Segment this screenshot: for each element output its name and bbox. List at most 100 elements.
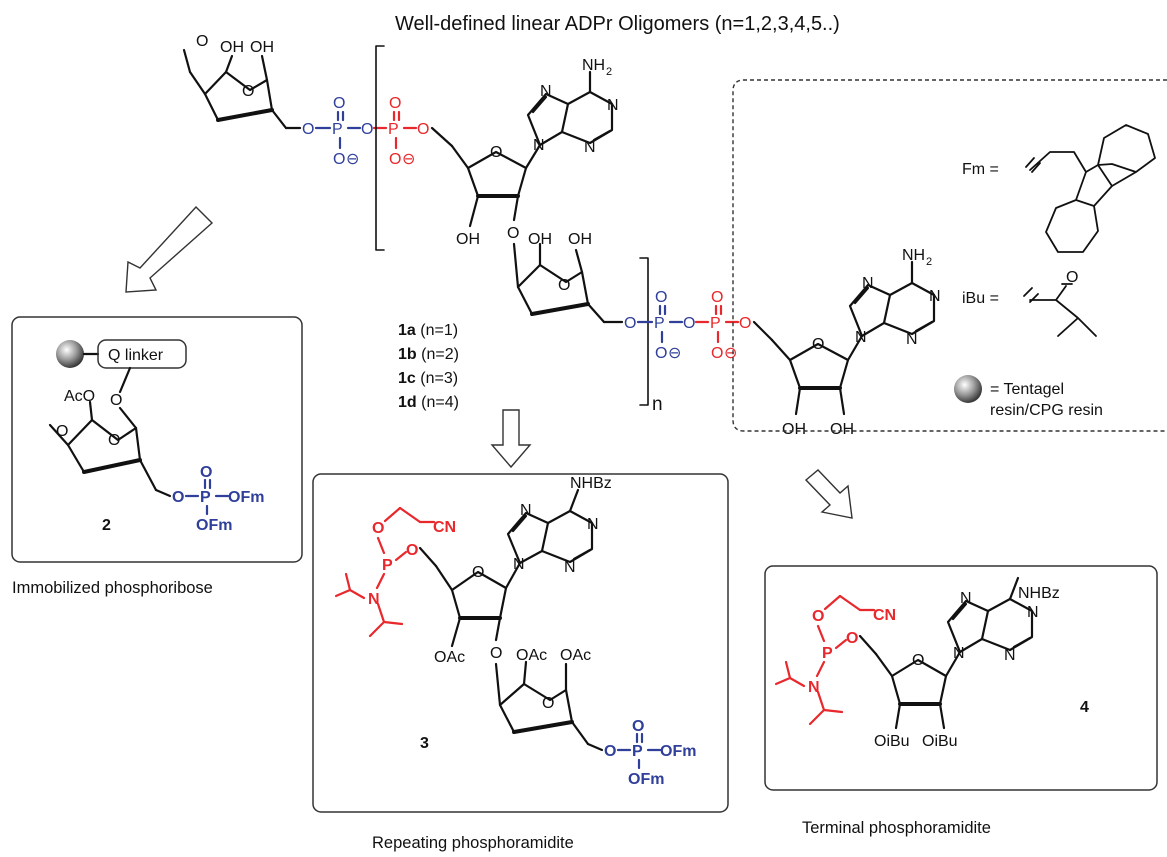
atom-o-red2-right: O — [739, 315, 751, 332]
atom-o-linker: O — [110, 392, 122, 409]
atom-nh2-1: NH — [582, 57, 605, 74]
compound-1c-id: 1c — [398, 370, 416, 387]
atom-o-box2-methyl: O — [56, 423, 68, 440]
isobutyryl-group-icon — [1023, 283, 1097, 337]
atom-n-2a: N — [862, 275, 874, 292]
atom-o-ring-3: O — [558, 277, 570, 294]
atom-oac-box3a: OAc — [434, 649, 465, 666]
atom-ofm-box2-b: OFm — [196, 517, 232, 534]
atom-o-box3-link: O — [406, 542, 418, 559]
caption-immobilized: Immobilized phosphoribose — [12, 579, 213, 597]
atom-o-ring-box3b: O — [542, 695, 554, 712]
compound-1a-id: 1a — [398, 322, 416, 339]
compound-list: 1a (n=1) 1b (n=2) 1c (n=3) 1d (n=4) — [398, 322, 459, 411]
atom-n-box4d: N — [1004, 647, 1016, 664]
oligomer-structure: O OH OH O O P O O ⊖ O P O O ⊖ O n — [182, 33, 941, 438]
compound-1d-id: 1d — [398, 394, 417, 411]
retro-arrow-middle — [490, 409, 532, 469]
compound-1a-n: (n=1) — [420, 322, 458, 339]
atom-o-red-top: O — [389, 95, 401, 112]
atom-o-box4-link: O — [846, 630, 858, 647]
charge-red: ⊖ — [402, 151, 415, 168]
atom-oac-box3c: OAc — [560, 647, 591, 664]
atom-o-box4-ce: O — [812, 608, 824, 625]
atom-n-2d: N — [906, 331, 918, 348]
repeating-box: O CN P O N O OAc O NHBz N N N N — [312, 473, 729, 813]
atom-o-ring-1: O — [242, 83, 254, 100]
atom-nh2-1-sub: 2 — [606, 66, 612, 78]
atom-n-1a: N — [540, 83, 552, 100]
atom-o-box2-ester: O — [172, 489, 184, 506]
atom-oh-5: OH — [568, 231, 592, 248]
atom-n-box4c: N — [1027, 604, 1039, 621]
atom-ofm-box2-a: OFm — [228, 489, 264, 506]
atom-aco: AcO — [64, 388, 95, 405]
atom-o-blue-right: O — [361, 121, 373, 138]
compound-1b-id: 1b — [398, 346, 417, 363]
svg-text:1d (n=4): 1d (n=4) — [398, 394, 459, 411]
charge-red2: ⊖ — [724, 345, 737, 362]
svg-text:1b (n=2): 1b (n=2) — [398, 346, 459, 363]
atom-o-red2-minus: O — [711, 345, 723, 362]
svg-text:1a (n=1): 1a (n=1) — [398, 322, 458, 339]
atom-p-blue: P — [332, 121, 343, 138]
adenine-1 — [526, 92, 570, 147]
atom-oibu-a: OiBu — [874, 733, 910, 750]
atom-n-1d: N — [584, 139, 596, 156]
atom-n-box3c: N — [587, 516, 599, 533]
legend-box: Fm = iBu = O = Tentagel resin/CPG resin — [732, 79, 1167, 432]
atom-o-box2-top: O — [200, 464, 212, 481]
legend-ibu-label: iBu = — [962, 290, 999, 307]
atom-nhbz-box4: NHBz — [1018, 585, 1060, 602]
atom-o-ring-box2: O — [108, 432, 120, 449]
terminal-box: O CN P O N O OiBu OiBu NHBz N N N N 4 — [764, 565, 1158, 791]
atom-oh-4: OH — [528, 231, 552, 248]
atom-o-red-right: O — [417, 121, 429, 138]
scheme-title: Well-defined linear ADPr Oligomers (n=1,… — [395, 13, 840, 35]
adenine-box3 — [506, 511, 550, 565]
caption-terminal: Terminal phosphoramidite — [802, 819, 991, 837]
atom-oh-6: OH — [782, 421, 806, 438]
svg-text:1c (n=3): 1c (n=3) — [398, 370, 458, 387]
resin-bead-2-icon — [56, 340, 84, 368]
atom-p-box4: P — [822, 645, 833, 662]
atom-o-box3-glyco: O — [490, 645, 502, 662]
atom-o-blue2-top: O — [655, 289, 667, 306]
atom-o-blue-bridge: O — [302, 121, 314, 138]
atom-o-ring-box4: O — [912, 652, 924, 669]
atom-n-box4b: N — [953, 645, 965, 662]
atom-p-box3-blue: P — [632, 743, 643, 760]
atom-nhbz-box3: NHBz — [570, 475, 612, 492]
atom-o-glyco: O — [507, 225, 519, 242]
caption-repeating: Repeating phosphoramidite — [372, 834, 574, 852]
atom-oh-2: OH — [250, 39, 274, 56]
atom-o-box3-ester: O — [604, 743, 616, 760]
retro-arrow-left — [125, 205, 214, 293]
ribose-ring-box4 — [890, 658, 948, 706]
atom-oac-box3b: OAc — [516, 647, 547, 664]
compound-4-number: 4 — [1080, 699, 1089, 716]
legend-resin-line1: = Tentagel — [990, 381, 1064, 398]
ribose-ring-box3a — [450, 570, 508, 620]
ribose-ring-2 — [466, 150, 528, 198]
atom-n-2b: N — [855, 329, 867, 346]
atom-o-ring-4: O — [812, 336, 824, 353]
atom-nh2-2: NH — [902, 247, 925, 264]
compound-1d-n: (n=4) — [421, 394, 459, 411]
atom-oh-1: OH — [220, 39, 244, 56]
bracket-right — [639, 257, 649, 406]
bracket-left — [375, 45, 385, 251]
atom-o-ring-box3a: O — [472, 564, 484, 581]
resin-bead-icon — [954, 375, 982, 403]
atom-n-box3a: N — [520, 502, 532, 519]
retro-arrow-right — [804, 469, 853, 519]
charge-blue: ⊖ — [346, 151, 359, 168]
atom-n-1b: N — [533, 137, 545, 154]
compound-1b-n: (n=2) — [421, 346, 459, 363]
legend-ibu-o: O — [1066, 269, 1078, 286]
atom-o-red2-top: O — [711, 289, 723, 306]
atom-oibu-b: OiBu — [922, 733, 958, 750]
atom-n-box3d: N — [564, 559, 576, 576]
atom-o-ring-2: O — [490, 144, 502, 161]
